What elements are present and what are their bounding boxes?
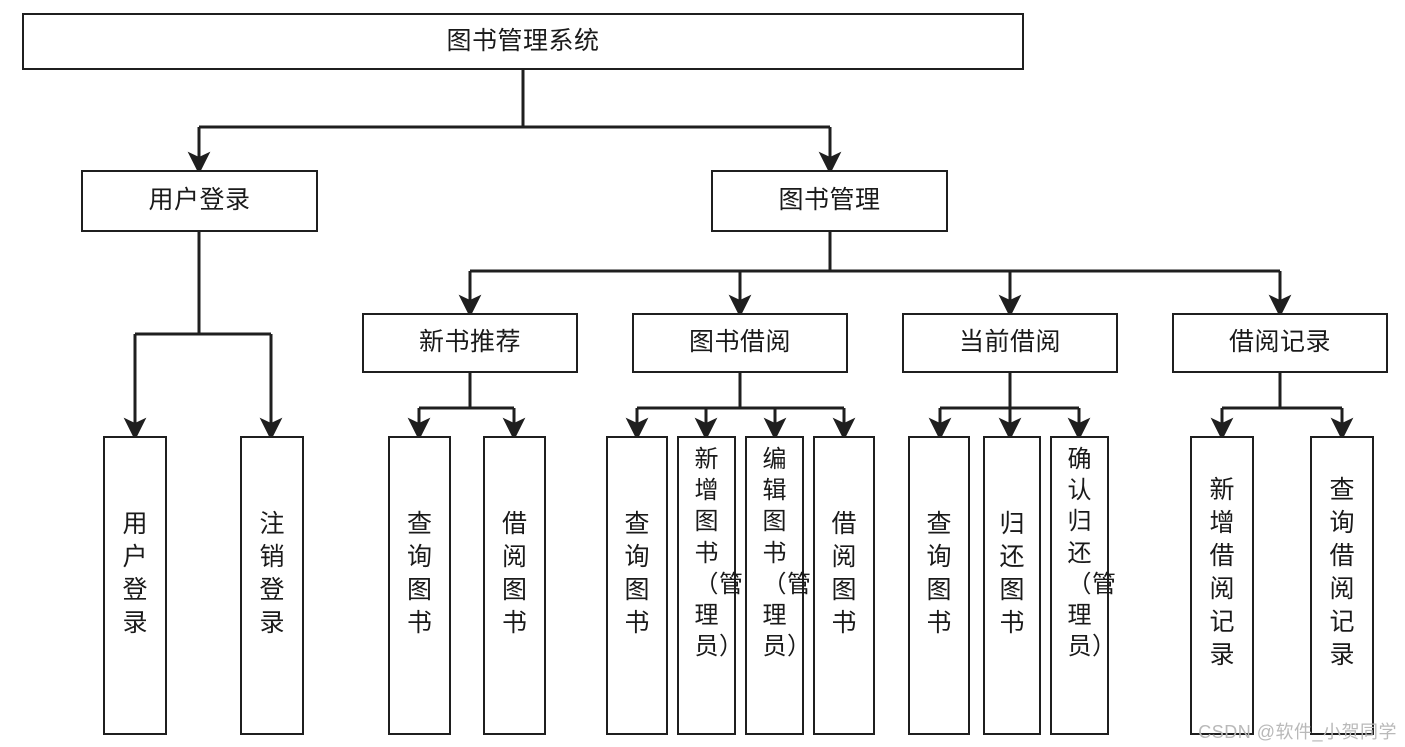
csdn-watermark: CSDN @软件_小贺同学 [1198,722,1397,742]
node-leaf-return-book-label: 归还图书 [999,510,1026,637]
node-leaf-query-book-2[interactable]: 查询图书 [606,436,668,735]
node-leaf-user-logout[interactable]: 注销登录 [240,436,304,735]
node-leaf-query-book-1[interactable]: 查询图书 [388,436,451,735]
node-current-borrow[interactable]: 当前借阅 [902,313,1118,373]
node-leaf-add-book[interactable]: 新增图书（管理员） [677,436,744,735]
node-user-login[interactable]: 用户登录 [81,170,318,232]
node-leaf-edit-book[interactable]: 编辑图书（管理员） [745,436,812,735]
node-new-book-recommend[interactable]: 新书推荐 [362,313,578,373]
node-leaf-return-book[interactable]: 归还图书 [983,436,1041,735]
node-leaf-user-logout-label: 注销登录 [259,510,286,637]
node-leaf-query-book-1-label: 查询图书 [407,510,433,637]
node-current-borrow-label: 当前借阅 [958,328,1061,357]
node-leaf-borrow-book-2[interactable]: 借阅图书 [813,436,875,735]
node-leaf-add-record-label: 新增借阅记录 [1209,476,1236,669]
node-leaf-user-login[interactable]: 用户登录 [103,436,167,735]
node-leaf-query-book-2-label: 查询图书 [624,510,651,637]
node-leaf-add-record[interactable]: 新增借阅记录 [1190,436,1254,735]
node-leaf-borrow-book-1[interactable]: 借阅图书 [483,436,546,735]
node-leaf-confirm-return[interactable]: 确认归还（管理员） [1050,436,1117,735]
node-leaf-edit-book-label: 编辑图书（管理员） [762,446,812,661]
node-leaf-add-book-label: 新增图书（管理员） [694,446,744,661]
node-book-borrow-label: 图书借阅 [688,328,791,357]
node-book-manage-label: 图书管理 [778,186,881,215]
node-book-manage[interactable]: 图书管理 [711,170,948,232]
node-new-book-recommend-label: 新书推荐 [418,328,521,357]
node-leaf-borrow-book-1-label: 借阅图书 [502,510,528,637]
node-leaf-query-book-3[interactable]: 查询图书 [908,436,970,735]
node-leaf-borrow-book-2-label: 借阅图书 [831,510,858,637]
node-borrow-record[interactable]: 借阅记录 [1172,313,1388,373]
node-user-login-label: 用户登录 [148,186,251,215]
node-leaf-query-record-label: 查询借阅记录 [1329,476,1356,669]
node-leaf-query-record[interactable]: 查询借阅记录 [1310,436,1374,735]
node-book-borrow[interactable]: 图书借阅 [632,313,848,373]
node-leaf-confirm-return-label: 确认归还（管理员） [1067,446,1117,661]
node-leaf-query-book-3-label: 查询图书 [926,510,953,637]
node-borrow-record-label: 借阅记录 [1228,328,1331,357]
node-root-label: 图书管理系统 [446,26,600,55]
node-leaf-user-login-label: 用户登录 [122,510,149,637]
node-root[interactable]: 图书管理系统 [22,13,1024,70]
